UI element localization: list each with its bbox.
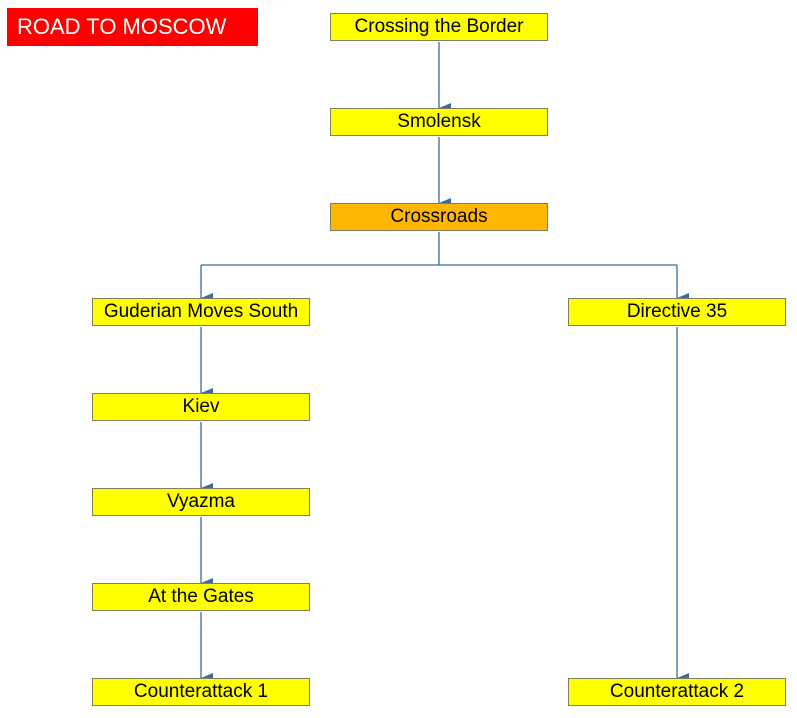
node-crossroads: Crossroads bbox=[330, 203, 548, 231]
node-at-the-gates: At the Gates bbox=[92, 583, 310, 611]
node-guderian-moves-south: Guderian Moves South bbox=[92, 298, 310, 326]
node-vyazma: Vyazma bbox=[92, 488, 310, 516]
node-counterattack-2: Counterattack 2 bbox=[568, 678, 786, 706]
node-smolensk: Smolensk bbox=[330, 108, 548, 136]
diagram-title: ROAD TO MOSCOW bbox=[7, 8, 258, 46]
node-kiev: Kiev bbox=[92, 393, 310, 421]
node-directive-35: Directive 35 bbox=[568, 298, 786, 326]
node-counterattack-1: Counterattack 1 bbox=[92, 678, 310, 706]
node-crossing-the-border: Crossing the Border bbox=[330, 13, 548, 41]
